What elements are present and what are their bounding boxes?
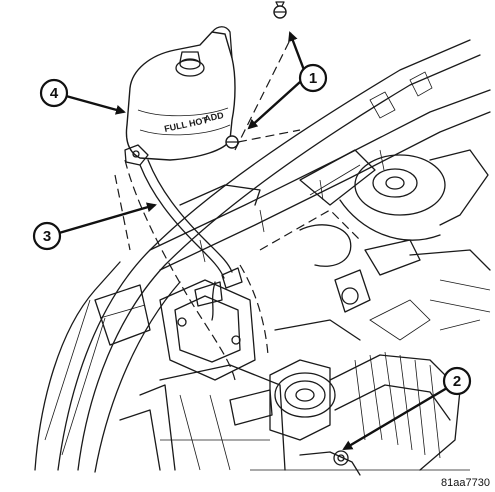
callout-1-number: 1 (309, 70, 317, 87)
callout-3-number: 3 (43, 228, 51, 245)
callout-4-number: 4 (50, 85, 59, 102)
coolant-reservoir: FULL HOT ADD (124, 26, 236, 166)
callout-1: 1 (247, 31, 328, 130)
callout-4: 4 (39, 78, 126, 115)
lower-mounting-bolt (225, 129, 301, 149)
upper-mounting-bolt (273, 1, 287, 19)
coolant-hose (139, 159, 243, 321)
callout-2-number: 2 (453, 373, 461, 390)
routing-dashed-lines (114, 39, 361, 381)
reservoir-add-label: ADD (203, 110, 225, 124)
figure-reference-code: 81aa7730 (441, 477, 490, 489)
callout-2: 2 (342, 366, 472, 451)
engine-compartment-drawing (34, 39, 491, 476)
callout-3: 3 (32, 202, 157, 251)
